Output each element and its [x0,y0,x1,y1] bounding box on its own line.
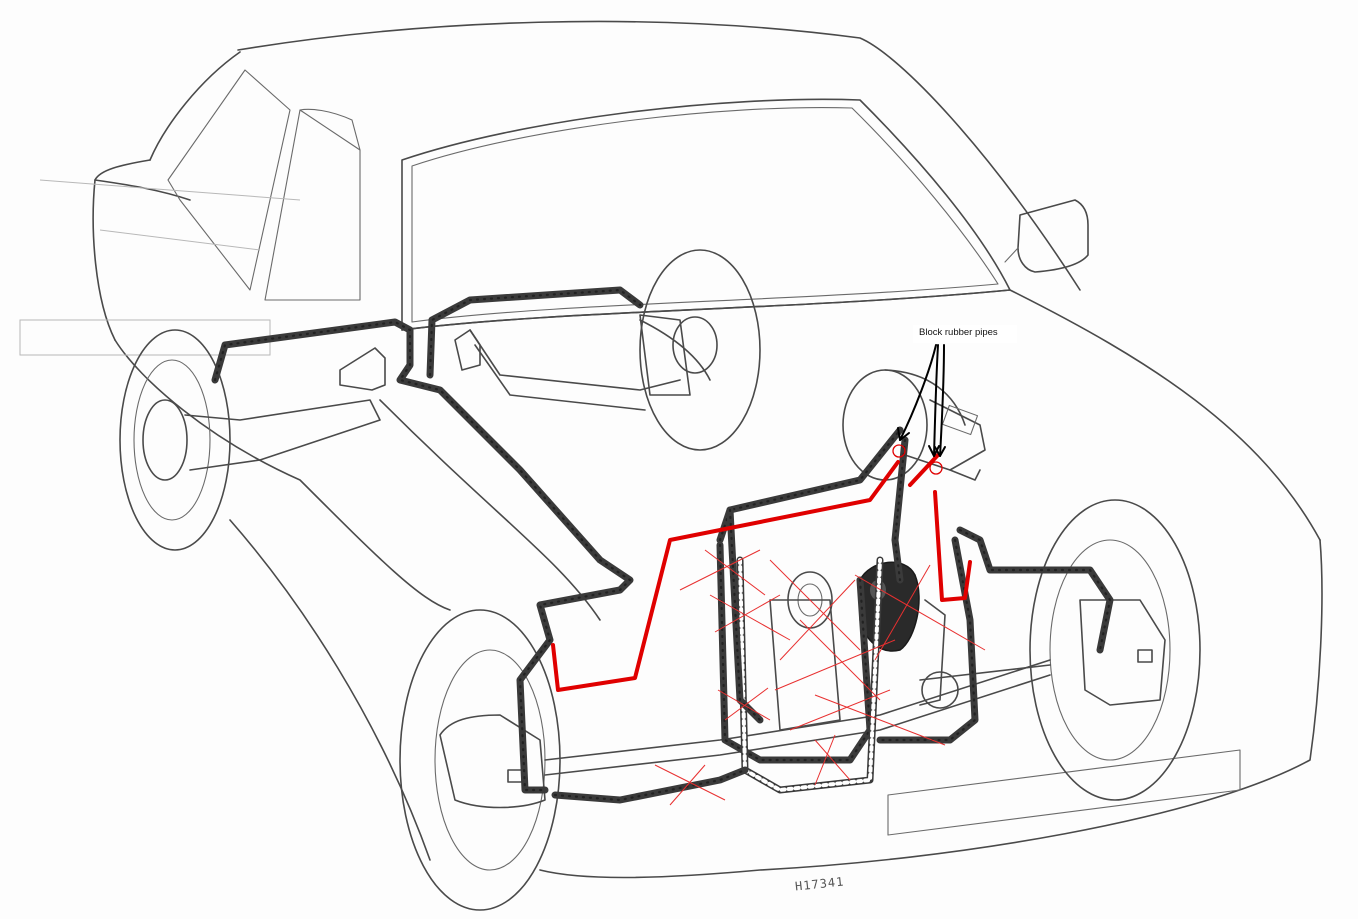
red-circle-marker-left [892,444,906,458]
red-bypass-route [551,453,972,692]
brake-servo [842,369,986,481]
red-circle-marker-right [929,461,943,475]
rear-right-wheel [639,249,761,451]
car-body [19,20,1323,879]
annotation-background [913,325,1017,343]
brake-pipes [211,286,1114,804]
rear-left-wheel [119,329,381,551]
annotation-label: Block rubber pipes [919,327,998,338]
front-right-wheel [1029,499,1201,801]
red-crosses [654,549,986,806]
drive-shafts [469,329,1051,776]
pointer-arrows [897,344,946,457]
block-point-markers [892,444,943,475]
